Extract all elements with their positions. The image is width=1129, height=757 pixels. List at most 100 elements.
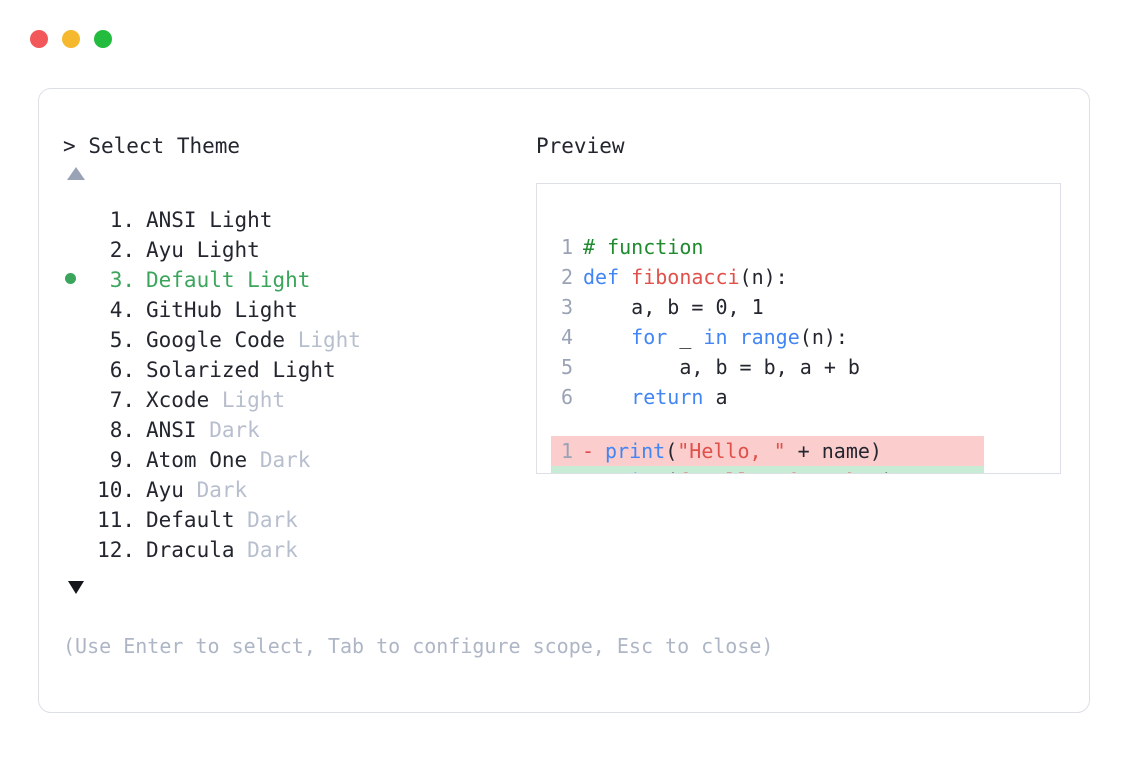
diff-plus-marker: +: [581, 466, 595, 473]
line-number: 1: [551, 466, 573, 473]
code-line: 6 return a: [551, 382, 1060, 412]
code-token: a, b = b, a + b: [583, 355, 860, 379]
diff-block: 1-print("Hello, " + name)1+print(f"Hello…: [551, 436, 1060, 473]
code-line: 3 a, b = 0, 1: [551, 292, 1060, 322]
theme-item-variant: Light: [209, 208, 273, 232]
theme-item-number: 9.: [109, 448, 135, 472]
theme-item-space: [184, 475, 197, 505]
code-token: _: [667, 325, 704, 349]
selected-bullet-icon: [65, 273, 76, 284]
theme-item-space: [247, 445, 260, 475]
code-line-text: # function: [573, 232, 703, 262]
code-token: f"Hello, {name}!": [677, 469, 882, 473]
theme-item-name: Default: [146, 508, 235, 532]
theme-item-name: Dracula: [146, 538, 235, 562]
scroll-down-indicator[interactable]: [63, 581, 543, 607]
theme-item-number: 10.: [97, 478, 135, 502]
theme-list-item[interactable]: 8.ANSI Dark: [63, 415, 543, 445]
code-line-text: return a: [573, 382, 727, 412]
theme-list-item[interactable]: 12.Dracula Dark: [63, 535, 543, 565]
triangle-up-icon: [67, 167, 85, 180]
theme-item-variant: Dark: [209, 418, 260, 442]
code-line-text: a, b = 0, 1: [573, 292, 764, 322]
triangle-down-icon: [68, 581, 84, 594]
theme-list-item[interactable]: 4.GitHub Light: [63, 295, 543, 325]
prompt-line: > Select Theme: [63, 131, 543, 161]
theme-item-variant: Dark: [196, 478, 248, 502]
window-titlebar: [30, 30, 112, 48]
diff-removed-line: 1-print("Hello, " + name): [551, 436, 984, 466]
code-token: (n):: [739, 265, 788, 289]
theme-item-number: 5.: [109, 328, 135, 352]
theme-item-number: 11.: [97, 508, 135, 532]
theme-item-variant: Light: [247, 268, 311, 292]
theme-list-item[interactable]: 10.Ayu Dark: [63, 475, 543, 505]
minimize-button[interactable]: [62, 30, 80, 48]
theme-list-item[interactable]: 9.Atom One Dark: [63, 445, 543, 475]
code-token: [583, 385, 631, 409]
code-token: (: [665, 469, 677, 473]
theme-item-variant: Dark: [259, 448, 311, 472]
line-number: 1: [560, 439, 573, 463]
theme-item-name: Google Code: [146, 328, 286, 352]
line-number: 4: [560, 325, 573, 349]
code-line: 4 for _ in range(n):: [551, 322, 1060, 352]
code-line-text: def fibonacci(n):: [573, 262, 788, 292]
code-token: print: [605, 469, 665, 473]
theme-item-space: [260, 355, 273, 385]
theme-item-variant: Light: [297, 328, 361, 352]
theme-item-variant: Light: [272, 358, 336, 382]
theme-list-item[interactable]: 6.Solarized Light: [63, 355, 543, 385]
keyboard-hint: (Use Enter to select, Tab to configure s…: [63, 634, 774, 658]
theme-item-variant: Dark: [247, 508, 298, 532]
theme-list-item[interactable]: 5. Google Code Light: [63, 325, 543, 355]
theme-item-name: Ayu: [146, 238, 184, 262]
code-line: 1# function: [551, 232, 1060, 262]
diff-minus-marker: -: [581, 439, 595, 463]
code-token: [728, 325, 740, 349]
code-line-text: print(f"Hello, {name}!"): [595, 466, 894, 473]
maximize-button[interactable]: [94, 30, 112, 48]
code-token: range: [739, 325, 800, 349]
theme-item-space: [197, 205, 210, 235]
theme-item-name: ANSI: [146, 418, 197, 442]
theme-item-variant: Dark: [247, 538, 298, 562]
theme-list-item[interactable]: 3.Default Light: [63, 265, 543, 295]
code-token: return: [631, 385, 704, 409]
diff-added-line: 1+print(f"Hello, {name}!"): [551, 466, 984, 473]
scroll-up-indicator[interactable]: [63, 167, 543, 193]
theme-list-item[interactable]: 1.ANSI Light: [63, 205, 543, 235]
theme-item-number: 4.: [109, 298, 135, 322]
theme-list-item[interactable]: 11. Default Dark: [63, 505, 543, 535]
code-token: a, b = 0, 1: [583, 295, 764, 319]
theme-item-variant: Light: [196, 238, 260, 262]
code-token: (: [665, 439, 678, 463]
line-number: 5: [560, 355, 573, 379]
close-button[interactable]: [30, 30, 48, 48]
code-line-text: for _ in range(n):: [573, 322, 848, 352]
theme-item-space: [235, 265, 248, 295]
code-token: def: [583, 265, 632, 289]
code-spacer: [551, 412, 1060, 436]
theme-item-space: [209, 385, 222, 415]
theme-item-space: [197, 415, 210, 445]
code-token: in: [703, 325, 728, 349]
theme-item-name: ANSI: [146, 208, 197, 232]
theme-item-name: Xcode: [146, 388, 210, 412]
theme-item-number: 7.: [109, 388, 135, 412]
theme-item-space: [184, 235, 197, 265]
theme-item-number: 3.: [109, 268, 135, 292]
theme-item-variant: Light: [234, 298, 298, 322]
theme-list-item[interactable]: 7.Xcode Light: [63, 385, 543, 415]
theme-list-item[interactable]: 2.Ayu Light: [63, 235, 543, 265]
theme-item-space: [235, 505, 248, 535]
code-token: # function: [583, 235, 704, 259]
code-token: (n):: [799, 325, 848, 349]
code-token: ): [882, 469, 894, 473]
code-token: "Hello, ": [677, 439, 786, 463]
